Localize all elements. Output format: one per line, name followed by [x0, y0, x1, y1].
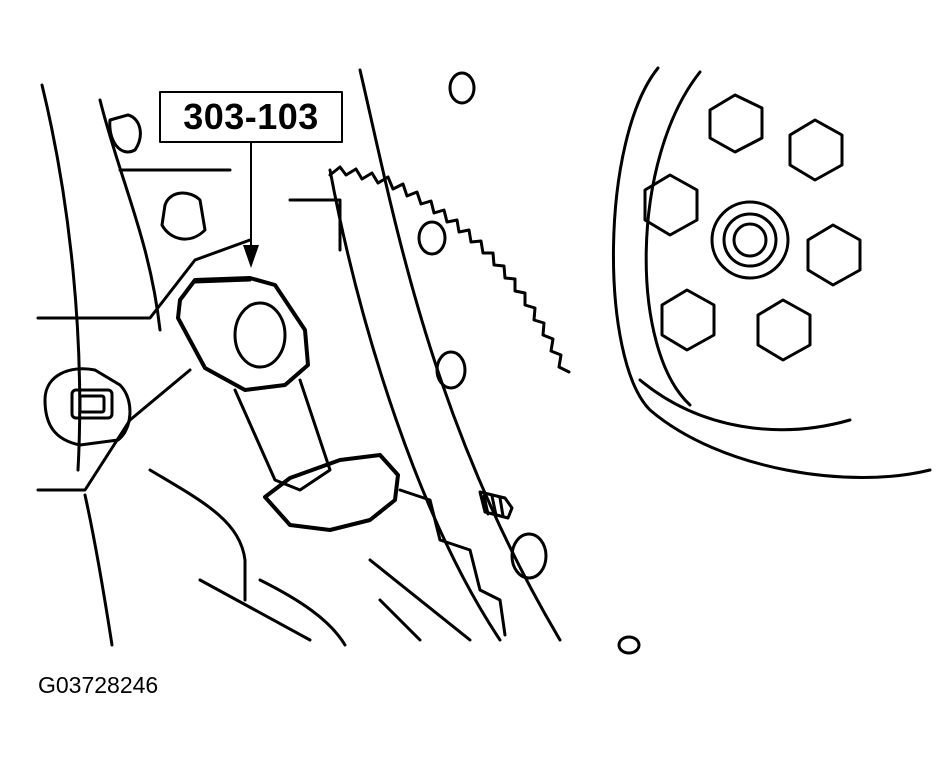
engine-block-outline	[36, 83, 472, 647]
callout-arrow	[243, 141, 259, 268]
figure-id: G03728246	[38, 672, 159, 698]
sensor-connector	[43, 367, 132, 447]
tool-label-box	[159, 91, 343, 143]
hub-bolts	[643, 93, 862, 362]
flywheel-ring-gear	[328, 68, 571, 642]
tool-number-label: 303-103	[183, 96, 319, 137]
flywheel-hub	[612, 66, 932, 479]
locking-tool	[176, 276, 400, 532]
alignment-pin	[478, 490, 514, 520]
flywheel-holes	[417, 71, 641, 655]
